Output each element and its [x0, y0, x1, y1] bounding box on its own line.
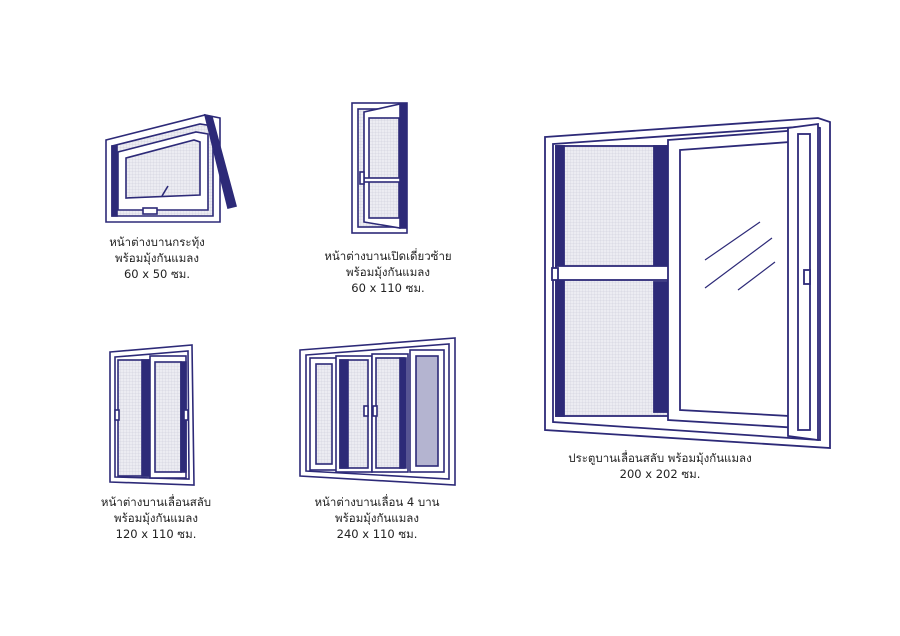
product-name: ประตูบานเลื่อนสลับ พร้อมมุ้งกันแมลง [568, 451, 752, 465]
product-name: หน้าต่างบานเลื่อน 4 บาน [314, 495, 440, 509]
product-name: หน้าต่างบานกระทุ้ง [109, 235, 205, 249]
product-subtitle: พร้อมมุ้งกันแมลง [346, 265, 430, 279]
product-size: 120 x 110 ซม. [115, 527, 197, 541]
product-size: 200 x 202 ซม. [619, 467, 701, 481]
sliding-window-caption: หน้าต่างบานเลื่อนสลับ พร้อมมุ้งกันแมลง 1… [101, 494, 211, 542]
product-subtitle: พร้อมมุ้งกันแมลง [115, 251, 199, 265]
awning-window-caption: หน้าต่างบานกระทุ้ง พร้อมมุ้งกันแมลง 60 x… [109, 234, 205, 282]
product-name: หน้าต่างบานเลื่อนสลับ [100, 495, 212, 509]
sliding-door-caption: ประตูบานเลื่อนสลับ พร้อมมุ้งกันแมลง 200 … [568, 450, 751, 482]
product-name: หน้าต่างบานเปิดเดี่ยวซ้าย [324, 249, 452, 263]
casement-window-caption: หน้าต่างบานเปิดเดี่ยวซ้าย พร้อมมุ้งกันแม… [324, 248, 451, 296]
product-size: 60 x 110 ซม. [351, 281, 425, 295]
product-subtitle: พร้อมมุ้งกันแมลง [335, 511, 419, 525]
product-size: 240 x 110 ซม. [336, 527, 418, 541]
product-subtitle: พร้อมมุ้งกันแมลง [114, 511, 198, 525]
product-size: 60 x 50 ซม. [123, 267, 191, 281]
four-panel-window-caption: หน้าต่างบานเลื่อน 4 บาน พร้อมมุ้งกันแมลง… [314, 494, 439, 542]
